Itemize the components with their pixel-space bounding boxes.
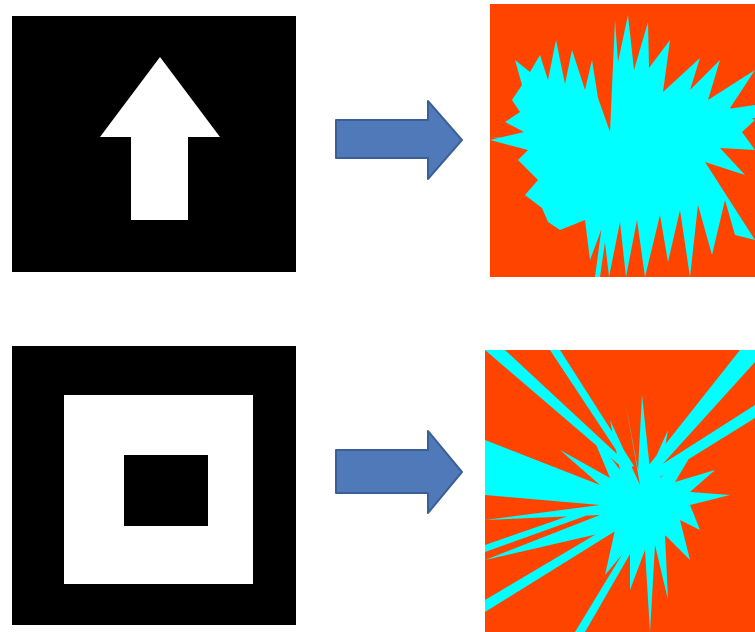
row-2-burst-spike-1 <box>485 350 632 470</box>
row-2-burst-spike-7 <box>485 505 602 552</box>
row-1-burst-spike-right <box>620 105 755 125</box>
row-1-burst-spike-bottom <box>595 150 618 277</box>
radial-burst-offset <box>485 395 730 632</box>
row-1-burst-spike-left <box>490 137 600 148</box>
row-2-input-image <box>12 346 296 625</box>
row-2-connector <box>335 430 463 514</box>
row-2-burst-spike-6 <box>575 525 645 632</box>
right-arrow-icon <box>335 100 463 180</box>
nested-square-icon <box>124 455 208 526</box>
radial-burst-centered <box>490 15 755 277</box>
row-2-burst-spike-2 <box>550 350 634 468</box>
row-1-output-image <box>490 4 755 277</box>
row-2-burst-spike-4 <box>650 405 755 480</box>
row-1-input-image <box>12 16 296 272</box>
row-2-burst-spike-3 <box>645 350 755 478</box>
right-arrow-icon <box>335 430 463 514</box>
row-2-burst-spike-5 <box>485 520 625 612</box>
up-arrow-icon <box>100 57 220 220</box>
row-2-output-image <box>485 350 755 632</box>
row-1-connector <box>335 100 463 180</box>
